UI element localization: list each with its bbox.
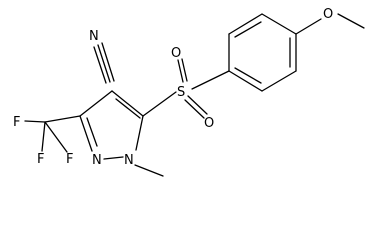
bond-s-o-bot-a	[184, 99, 205, 119]
structure-diagram: N O S O O F F F N N	[13, 7, 365, 177]
bond-s-o-top-b	[181, 58, 188, 82]
bond-s-o-top-a	[177, 59, 184, 83]
bond-c5-s	[142, 91, 177, 117]
bond-ar-5	[261, 70, 297, 92]
atom-labels: N O S O O F F F N N	[13, 7, 333, 168]
bond-c-f3	[44, 121, 68, 153]
bond-n-methyl	[134, 164, 164, 177]
bond-o-ch3	[337, 13, 365, 29]
bond-n2-n1	[103, 156, 124, 160]
bond-ar-o	[295, 18, 322, 35]
bond-c4-c3	[79, 90, 113, 117]
atom-sulfonyl-s: S	[177, 85, 185, 100]
bond-c4-c5-double	[115, 98, 141, 119]
bond-nitrile-2	[101, 42, 115, 82]
bonds	[24, 13, 365, 177]
atom-sulfonyl-o-bottom: O	[204, 116, 214, 131]
bond-ar-2-inner	[234, 21, 262, 38]
bond-ar-6-inner	[234, 67, 262, 84]
bond-c3-n2	[79, 115, 93, 152]
bond-c3-cf3	[44, 115, 81, 123]
molecule-svg: N O S O O F F F N N	[13, 7, 365, 177]
bond-n1-c5	[135, 115, 144, 151]
bond-c4-c5	[111, 90, 144, 117]
bond-ar-3	[261, 13, 297, 35]
bond-ar-6	[228, 70, 263, 92]
atom-fluorine-1: F	[13, 115, 20, 130]
bond-ar-2	[228, 13, 263, 35]
atom-ring-n2: N	[92, 153, 102, 168]
atom-ring-n1: N	[124, 153, 134, 168]
bond-c-f2	[41, 121, 46, 152]
bond-s-aryl	[191, 70, 230, 90]
bond-nitrile-3	[93, 46, 107, 84]
atom-methoxy-o: O	[323, 7, 333, 22]
atom-fluorine-3: F	[66, 152, 73, 167]
bond-c-f1	[24, 120, 46, 123]
bond-s-o-bot-b	[187, 95, 208, 115]
atom-fluorine-2: F	[37, 152, 44, 167]
bond-c3-n2-double	[86, 117, 98, 147]
bond-nitrile-1	[97, 44, 111, 83]
atom-sulfonyl-o-top: O	[171, 46, 181, 61]
atom-nitrile-n: N	[89, 29, 99, 44]
